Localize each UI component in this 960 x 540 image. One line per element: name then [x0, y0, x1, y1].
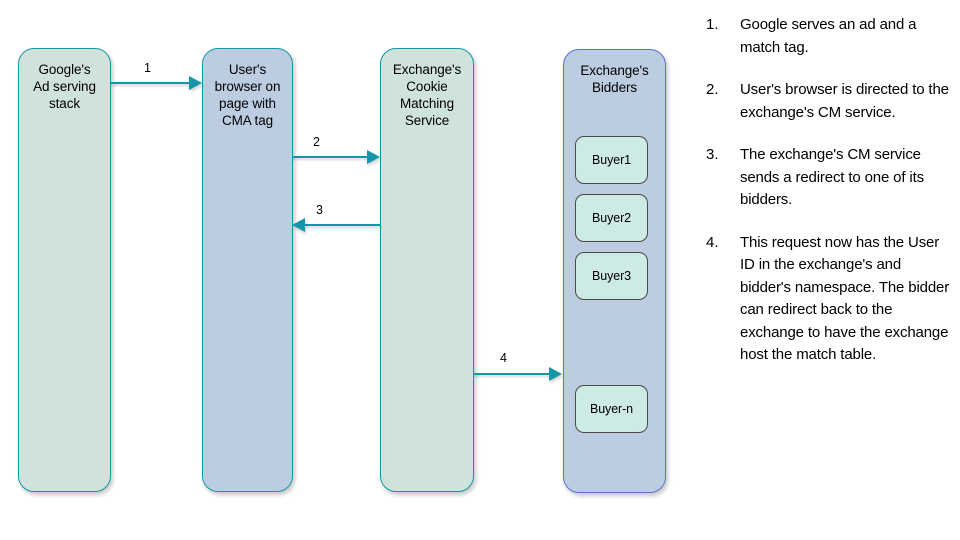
buyer-label: Buyer3: [591, 269, 631, 283]
arrow-1-head-icon: [189, 76, 202, 90]
arrow-4-head-icon: [549, 367, 562, 381]
step-item: 3. The exchange's CM service sends a red…: [706, 144, 950, 212]
arrow-4-line: [473, 373, 550, 376]
step-item: 1. Google serves an ad and a match tag.: [706, 14, 950, 59]
arrow-3-head-icon: [292, 218, 305, 232]
arrow-2-head-icon: [367, 150, 380, 164]
arrow-1-line: [110, 82, 190, 85]
step-item: 4. This request now has the User ID in t…: [706, 232, 950, 367]
step-number: 4.: [706, 233, 719, 251]
node-label: Exchange's Cookie Matching Service: [392, 62, 462, 128]
node-google-ad-serving-stack[interactable]: Google's Ad serving stack: [18, 48, 111, 492]
arrow-2-line: [292, 156, 368, 159]
arrow-3-line: [305, 224, 381, 227]
buyer-label: Buyer-n: [589, 402, 634, 416]
buyer-box[interactable]: Buyer-n: [575, 385, 648, 433]
step-number: 1.: [706, 16, 719, 33]
node-user-browser[interactable]: User's browser on page with CMA tag: [202, 48, 293, 492]
arrow-3-label: 3: [316, 203, 323, 217]
node-label: User's browser on page with CMA tag: [214, 62, 281, 128]
steps-list: 1. Google serves an ad and a match tag. …: [706, 14, 950, 387]
buyer-box[interactable]: Buyer2: [575, 194, 648, 242]
node-label: Google's Ad serving stack: [33, 62, 96, 111]
arrow-2-label: 2: [313, 135, 320, 149]
step-text: User's browser is directed to the exchan…: [740, 81, 949, 121]
step-number: 2.: [706, 81, 719, 98]
buyer-box[interactable]: Buyer3: [575, 252, 648, 300]
node-label: Exchange's Bidders: [580, 63, 649, 95]
node-exchange-cookie-matching-service[interactable]: Exchange's Cookie Matching Service: [380, 48, 474, 492]
step-text: The exchange's CM service sends a redire…: [740, 146, 924, 208]
step-text: This request now has the User ID in the …: [740, 233, 950, 364]
step-text: Google serves an ad and a match tag.: [740, 16, 917, 56]
step-number: 3.: [706, 146, 719, 163]
buyer-box[interactable]: Buyer1: [575, 136, 648, 184]
arrow-4-label: 4: [500, 351, 507, 365]
buyer-label: Buyer1: [591, 153, 631, 167]
buyer-label: Buyer2: [591, 211, 631, 225]
step-item: 2. User's browser is directed to the exc…: [706, 79, 950, 124]
arrow-1-label: 1: [144, 61, 151, 75]
